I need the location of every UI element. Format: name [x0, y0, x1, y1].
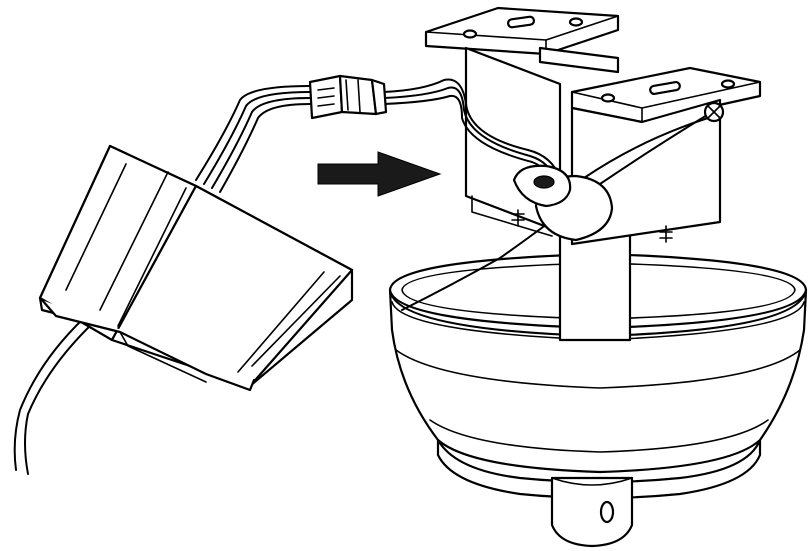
- receiver-module: [13, 144, 354, 475]
- bracket-screw: [703, 101, 725, 123]
- hanger-ball: [511, 164, 673, 243]
- insertion-arrow: [317, 151, 442, 197]
- wire-connector: [308, 74, 388, 120]
- downrod: [550, 226, 634, 548]
